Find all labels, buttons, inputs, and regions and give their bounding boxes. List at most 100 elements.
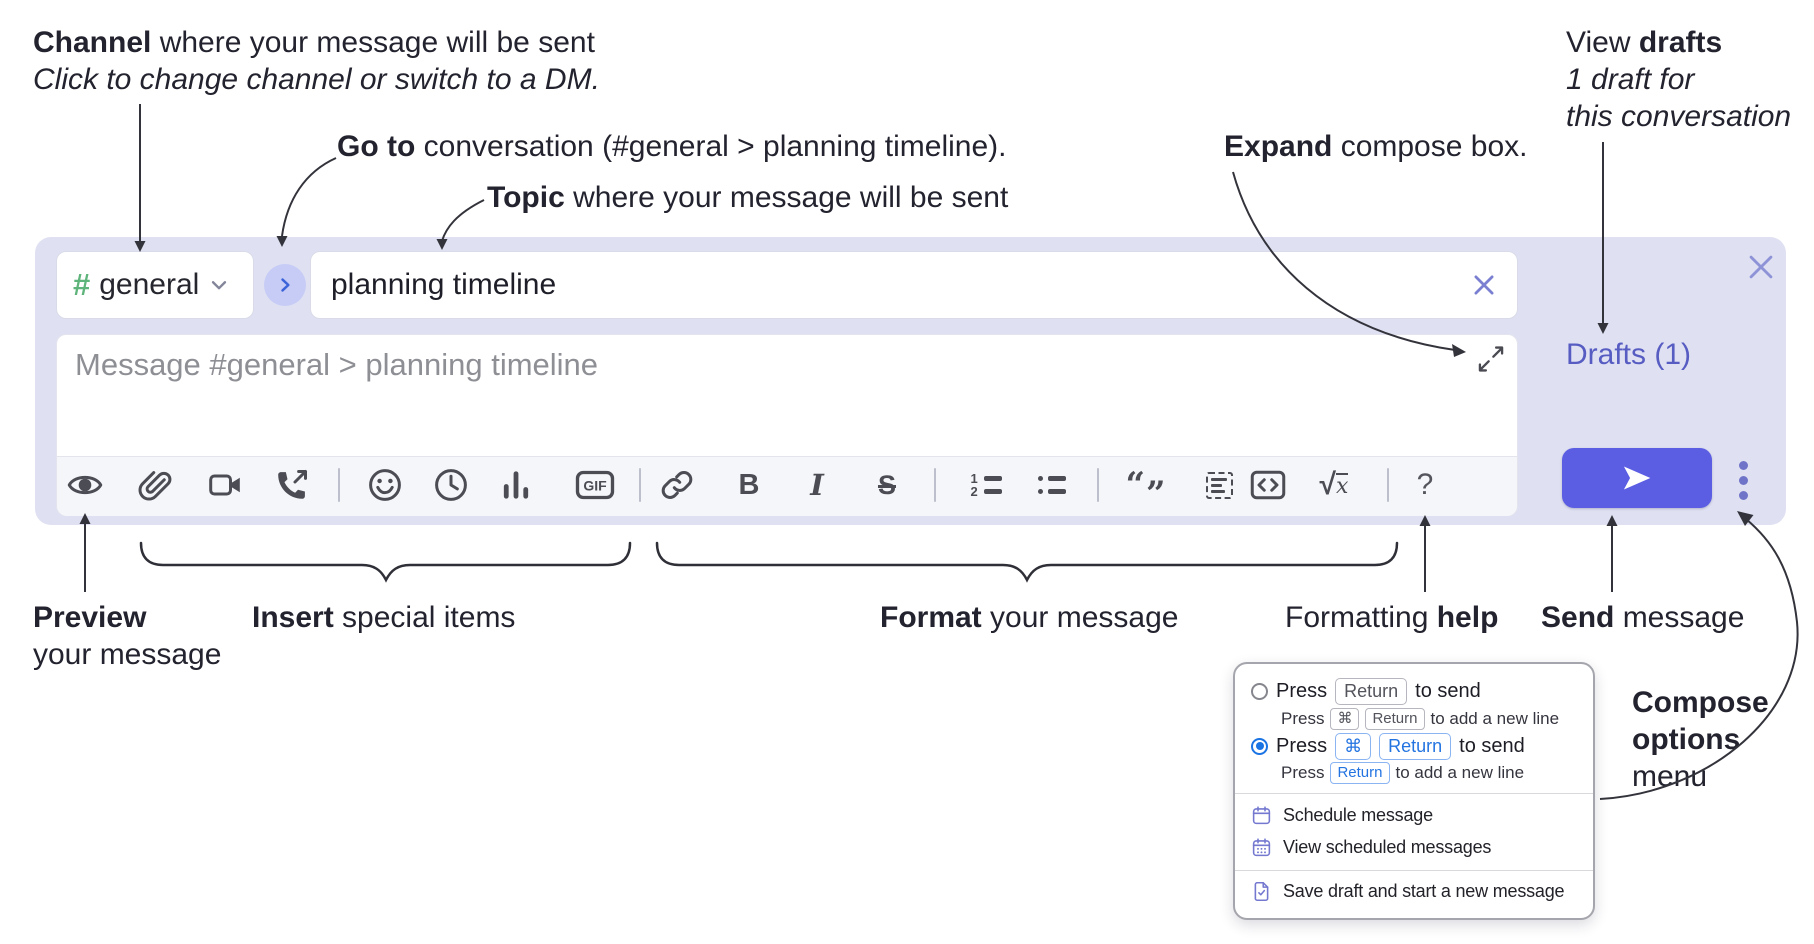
- channel-annotation-sub: Click to change channel or switch to a D…: [33, 63, 600, 96]
- topic-input[interactable]: [329, 267, 1459, 303]
- view-drafts-annotation-sub2: this conversation: [1566, 100, 1792, 133]
- toolbar-link-button[interactable]: [659, 467, 695, 503]
- code-block-icon: [1205, 471, 1233, 499]
- toolbar-code-button[interactable]: [1250, 467, 1286, 503]
- help-icon: ?: [1416, 468, 1434, 501]
- svg-text:GIF: GIF: [583, 478, 607, 494]
- menu-divider: [1235, 870, 1593, 871]
- return-key: Return: [1365, 707, 1425, 730]
- topic-field: [310, 251, 1518, 319]
- formula-icon: √x: [1319, 468, 1349, 501]
- radio-selected-icon[interactable]: [1251, 737, 1268, 755]
- formatting-help-annotation: Formatting help: [1285, 601, 1499, 634]
- send-option-return-sub: Press ⌘ Return to add a new line: [1281, 707, 1560, 730]
- return-key: Return: [1330, 762, 1390, 785]
- close-icon[interactable]: [1744, 250, 1778, 284]
- strikethrough-icon: S: [877, 469, 896, 500]
- toolbar-strikethrough-button[interactable]: S: [869, 467, 905, 503]
- gif-icon: GIF: [575, 470, 615, 500]
- send-option-return[interactable]: Press Return to send: [1251, 677, 1577, 706]
- link-icon: [661, 471, 693, 499]
- send-annotation: Send message: [1541, 601, 1745, 634]
- menu-item-view-scheduled[interactable]: View scheduled messages: [1251, 831, 1577, 863]
- return-key: Return: [1379, 732, 1452, 760]
- cmd-key: ⌘: [1330, 707, 1360, 730]
- menu-item-save-draft[interactable]: Save draft and start a new message: [1251, 876, 1577, 908]
- formatting-toolbar: [57, 456, 1517, 516]
- toolbar-ordered-list-button[interactable]: 1 2: [968, 467, 1004, 503]
- view-drafts-annotation: View drafts: [1566, 26, 1723, 59]
- bar-chart-icon: [503, 471, 529, 499]
- radio-unselected-icon[interactable]: [1251, 683, 1268, 701]
- channel-name: general: [99, 268, 200, 301]
- preview-annotation: Preview: [33, 601, 147, 634]
- vertical-dots-icon: [1739, 461, 1748, 470]
- toolbar-preview-button[interactable]: [67, 467, 103, 503]
- send-paper-plane-icon: [1623, 466, 1651, 490]
- emoji-smiley-icon: [369, 469, 401, 501]
- message-input[interactable]: [73, 345, 1477, 449]
- italic-icon: I: [810, 468, 824, 502]
- toolbar-emoji-button[interactable]: [367, 467, 403, 503]
- channel-annotation-bold: Channel: [33, 26, 152, 59]
- save-draft-icon: [1254, 882, 1269, 902]
- toolbar-divider: [934, 468, 936, 502]
- expand-compose-icon[interactable]: [1477, 345, 1505, 373]
- toolbar-help-button[interactable]: ?: [1407, 467, 1443, 503]
- toolbar-gif-button[interactable]: GIF: [574, 467, 616, 503]
- phone-call-icon: [278, 470, 307, 499]
- toolbar-poll-button[interactable]: [498, 467, 534, 503]
- toolbar-video-button[interactable]: [208, 467, 244, 503]
- format-annotation: Format your message: [880, 601, 1179, 634]
- send-option-cmd-return-sub: Press Return to add a new line: [1281, 762, 1525, 785]
- cmd-key: ⌘: [1335, 732, 1372, 760]
- return-key: Return: [1335, 678, 1408, 706]
- view-drafts-annotation-sub1: 1 draft for: [1566, 63, 1695, 96]
- toolbar-attach-button[interactable]: [138, 467, 174, 503]
- chevron-down-icon: [212, 281, 227, 290]
- toolbar-blockquote-button[interactable]: “”: [1125, 465, 1166, 514]
- paperclip-icon: [138, 471, 172, 501]
- calendar-grid-icon: [1252, 837, 1271, 856]
- goto-annotation: Go to conversation (#general > planning …: [337, 130, 1007, 163]
- send-button[interactable]: [1562, 448, 1712, 508]
- menu-item-schedule-message[interactable]: Schedule message: [1251, 799, 1577, 831]
- video-camera-icon: [209, 474, 240, 496]
- calendar-icon: [1252, 805, 1271, 824]
- channel-hash-icon: #: [73, 267, 91, 302]
- toolbar-divider: [338, 468, 340, 502]
- blockquote-icon: “”: [1125, 465, 1166, 514]
- toolbar-bulleted-list-button[interactable]: [1034, 467, 1070, 503]
- message-box: [56, 334, 1518, 516]
- toolbar-clock-button[interactable]: [433, 467, 469, 503]
- toolbar-italic-button[interactable]: I: [799, 467, 835, 503]
- topic-annotation: Topic where your message will be sent: [487, 181, 1009, 214]
- compose-options-annotation: Compose options menu: [1632, 686, 1769, 793]
- code-icon: [1250, 470, 1286, 500]
- ordered-list-icon: 1 2: [971, 471, 1002, 499]
- compose-options-button[interactable]: [1739, 461, 1748, 500]
- expand-annotation: Expand compose box.: [1224, 130, 1528, 163]
- clear-topic-icon[interactable]: [1469, 270, 1499, 300]
- eye-icon: [67, 475, 103, 495]
- toolbar-divider: [639, 468, 641, 502]
- channel-selector[interactable]: # general: [56, 251, 254, 319]
- preview-annotation-sub: your message: [33, 638, 222, 671]
- toolbar-divider: [1097, 468, 1099, 502]
- go-to-conversation-button[interactable]: [264, 264, 306, 306]
- toolbar-call-button[interactable]: [274, 467, 310, 503]
- bulleted-list-icon: [1037, 472, 1067, 498]
- toolbar-bold-button[interactable]: B: [731, 467, 767, 503]
- bold-icon: B: [738, 468, 760, 501]
- clock-icon: [435, 469, 467, 501]
- channel-annotation: Channel where your message will be sent: [33, 26, 595, 59]
- toolbar-code-block-button[interactable]: [1201, 467, 1237, 503]
- menu-divider: [1235, 793, 1593, 795]
- insert-annotation: Insert special items: [252, 601, 516, 634]
- toolbar-formula-button[interactable]: √x: [1313, 467, 1355, 503]
- chevron-right-icon: [281, 278, 290, 292]
- send-option-cmd-return[interactable]: Press ⌘ Return to send: [1251, 732, 1577, 761]
- toolbar-divider: [1387, 468, 1389, 502]
- drafts-link[interactable]: Drafts (1): [1566, 338, 1692, 371]
